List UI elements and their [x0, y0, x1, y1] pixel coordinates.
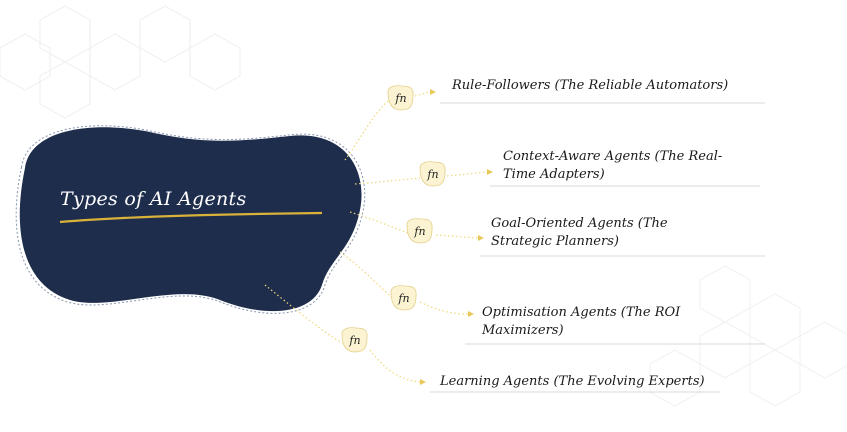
branch-label-optimisation[interactable]: Optimisation Agents (The ROI Maximizers)	[482, 305, 681, 338]
root-node[interactable]	[19, 127, 362, 312]
label-connectors	[369, 91, 488, 383]
fn-label-3[interactable]: fn	[414, 224, 426, 238]
fn-label-5[interactable]: fn	[349, 333, 361, 347]
fn-label-2[interactable]: fn	[427, 167, 439, 181]
branch-label-goal-oriented[interactable]: Goal-Oriented Agents (The Strategic Plan…	[491, 216, 668, 249]
connectors	[264, 99, 421, 344]
connector-1	[344, 99, 391, 161]
connector-3	[349, 211, 409, 234]
root-node-outline	[15, 125, 366, 314]
connector-2	[354, 177, 421, 185]
connector-4	[339, 251, 394, 299]
arrowheads	[420, 89, 493, 385]
fn-badges	[341, 85, 446, 353]
root-title[interactable]: Types of AI Agents	[60, 188, 247, 210]
fn-label-4[interactable]: fn	[398, 291, 410, 305]
branch-label-learning[interactable]: Learning Agents (The Evolving Experts)	[440, 374, 705, 389]
connector-5	[264, 284, 343, 344]
branch-label-rule-followers[interactable]: Rule-Followers (The Reliable Automators)	[452, 78, 729, 93]
fn-label-1[interactable]: fn	[395, 91, 407, 105]
fn-badge-2	[419, 161, 446, 187]
branch-label-context-aware[interactable]: Context-Aware Agents (The Real-Time Adap…	[503, 149, 723, 182]
hexagon-background-pattern	[0, 5, 241, 119]
fn-badge-3	[406, 218, 433, 244]
title-underline	[59, 211, 323, 224]
branch-underlines	[430, 102, 765, 393]
fn-badge-4	[390, 285, 417, 311]
fn-badge-1	[387, 85, 414, 111]
fn-badge-5	[341, 327, 368, 353]
